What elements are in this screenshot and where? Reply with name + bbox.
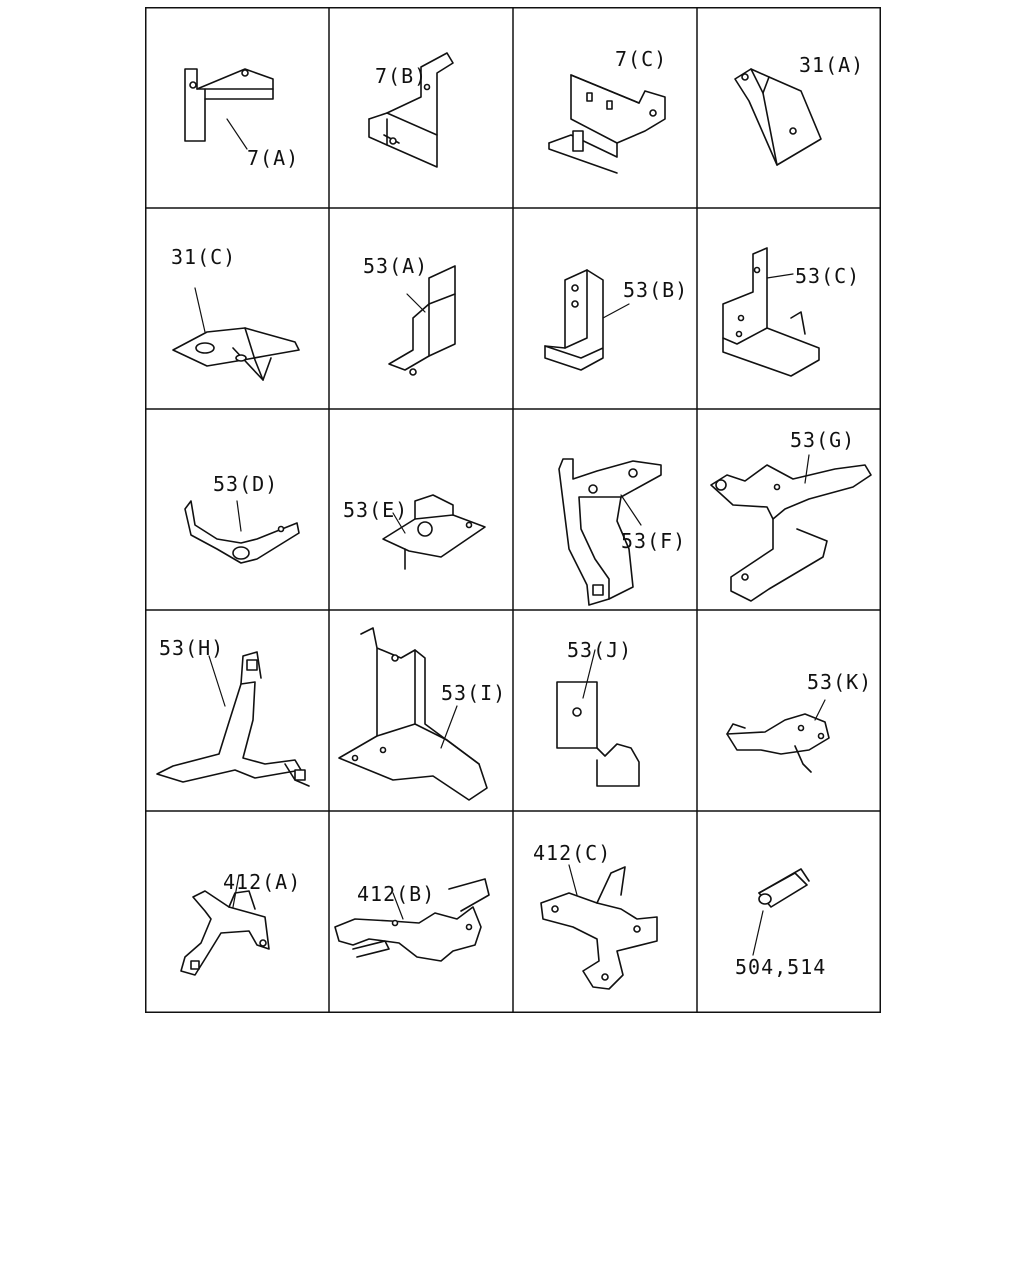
grid-lines — [145, 7, 881, 1013]
bracket-31c-drawing — [172, 287, 300, 381]
part-label-53c: 53(C) — [795, 264, 861, 288]
part-label-53a: 53(A) — [363, 254, 429, 278]
part-label-53e: 53(E) — [343, 498, 409, 522]
part-label-412b: 412(B) — [357, 882, 436, 906]
bracket-7a-drawing — [184, 68, 274, 150]
part-label-53f: 53(F) — [621, 529, 687, 553]
part-label-7a: 7(A) — [247, 146, 300, 170]
part-label-53h: 53(H) — [159, 636, 225, 660]
bracket-412c-drawing — [540, 864, 658, 990]
part-label-412c: 412(C) — [533, 841, 612, 865]
bracket-53e-drawing — [382, 494, 486, 570]
bracket-53b-drawing — [544, 269, 630, 371]
bracket-412a-drawing — [180, 874, 270, 976]
bracket-53h-drawing — [156, 651, 310, 787]
bracket-31a-drawing — [734, 68, 822, 166]
bracket-53c-drawing — [722, 247, 820, 377]
bracket-53k-drawing — [726, 699, 830, 773]
bracket-7b-drawing — [368, 52, 454, 168]
bracket-412b-drawing — [334, 878, 490, 962]
part-label-504-514: 504,514 — [735, 955, 827, 979]
bracket-53i-drawing — [338, 627, 488, 801]
bracket-53f-drawing — [558, 458, 662, 606]
part-label-31c: 31(C) — [171, 245, 237, 269]
bracket-7c-drawing — [548, 74, 666, 174]
bracket-53j-drawing — [556, 649, 640, 787]
part-label-7c: 7(C) — [615, 47, 668, 71]
part-label-53d: 53(D) — [213, 472, 279, 496]
bracket-53d-drawing — [184, 500, 300, 564]
bracket-53g-drawing — [710, 454, 872, 602]
bracket-53a-drawing — [388, 265, 456, 376]
pipe-504-514-drawing — [752, 868, 810, 956]
part-label-53j: 53(J) — [567, 638, 633, 662]
part-label-53b: 53(B) — [623, 278, 689, 302]
part-label-53i: 53(I) — [441, 681, 507, 705]
part-label-412a: 412(A) — [223, 870, 302, 894]
part-label-31a: 31(A) — [799, 53, 865, 77]
part-label-7b: 7(B) — [375, 64, 428, 88]
parts-grid: 7(A) 7(B) 7(C) 31(A) 31(C) 53(A) 53(B) 5… — [145, 7, 881, 1013]
part-label-53g: 53(G) — [790, 428, 856, 452]
part-label-53k: 53(K) — [807, 670, 873, 694]
